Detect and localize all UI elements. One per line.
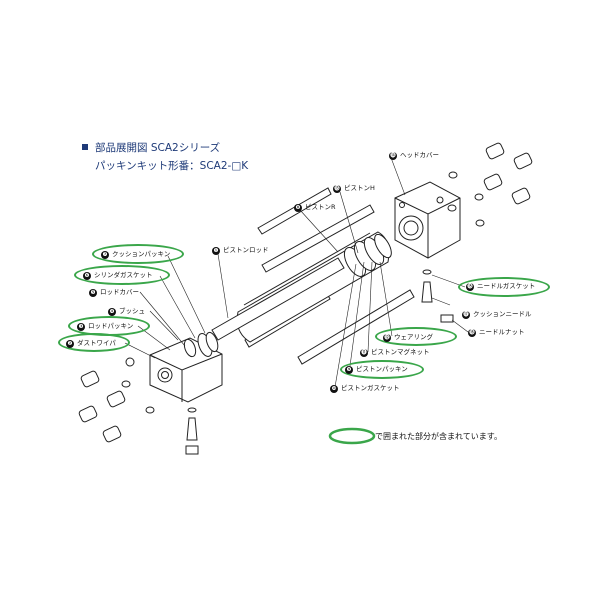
highlight-dust-wiper	[58, 333, 130, 352]
highlight-cushion-packing	[92, 244, 184, 264]
right-bolts	[447, 142, 533, 227]
piston-assembly	[343, 233, 392, 277]
highlight-piston-packing	[340, 360, 424, 379]
diagram-title: 部品展開図 SCA2シリーズ	[82, 140, 220, 155]
kit-number: パッキンキット形番：SCA2-□K	[95, 160, 249, 172]
highlight-needle-gasket	[458, 277, 550, 297]
highlight-wear-ring	[375, 327, 457, 346]
upper-needle	[421, 269, 454, 323]
lower-needle	[185, 407, 199, 455]
leader-lines	[124, 154, 469, 388]
legend-text: で囲まれた部分が含まれています。	[375, 432, 502, 441]
left-bolts	[78, 370, 155, 443]
legend-ellipse	[328, 427, 376, 445]
head-cover	[394, 181, 461, 259]
piston-rod	[211, 257, 345, 341]
bullet-square	[82, 144, 88, 150]
highlight-cylinder-gasket	[74, 265, 170, 285]
